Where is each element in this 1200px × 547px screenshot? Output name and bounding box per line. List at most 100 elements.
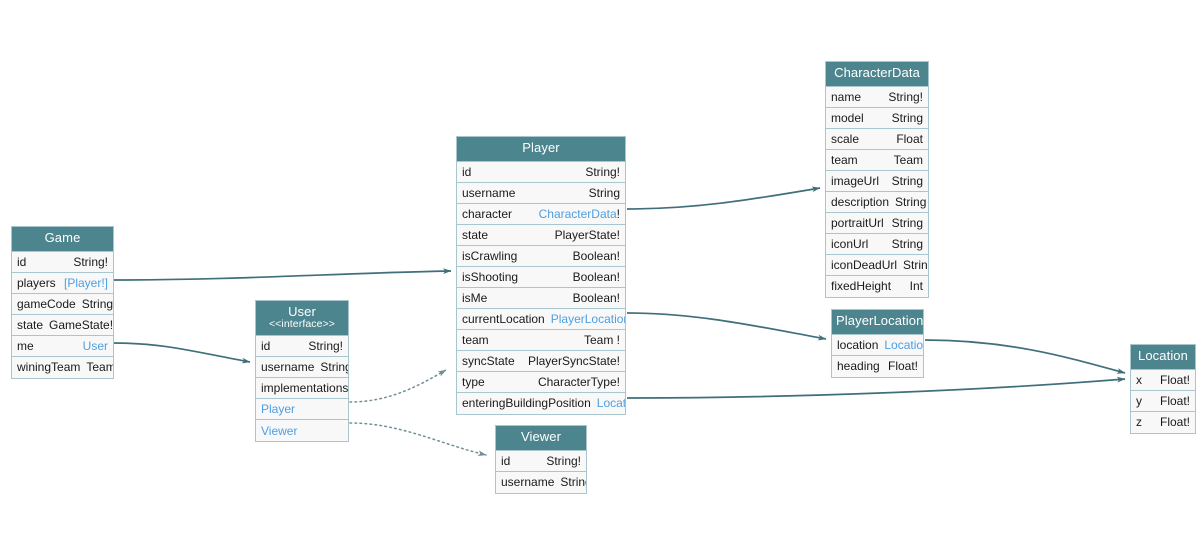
table-row[interactable]: gameCode String! <box>12 293 113 315</box>
entity-playerlocation-title: PlayerLocation <box>832 310 923 335</box>
field-type: Team ! <box>583 332 620 347</box>
entity-playerlocation[interactable]: PlayerLocation location Location! headin… <box>831 309 924 378</box>
field-name: description <box>831 194 890 209</box>
table-row[interactable]: name String! <box>826 86 928 108</box>
field-type-link[interactable]: [Player!] <box>63 275 108 290</box>
field-name: gameCode <box>17 296 76 311</box>
field-type-link[interactable]: PlayerLocation <box>550 311 625 326</box>
edge-playerlocation-location-to-location <box>924 339 1126 374</box>
field-type-link[interactable]: Location <box>596 396 625 411</box>
entity-user[interactable]: User <<interface>> id String! username S… <box>255 300 349 443</box>
field-type: String <box>903 257 928 272</box>
entity-viewer[interactable]: Viewer id String! username String <box>495 425 587 494</box>
field-type-link[interactable]: Location <box>884 337 923 352</box>
field-type: Boolean! <box>572 269 620 284</box>
table-row[interactable]: state GameState! <box>12 314 113 336</box>
table-row[interactable]: username String <box>256 357 348 379</box>
field-type: String! <box>888 89 923 104</box>
implementation-link[interactable]: Player <box>261 402 296 417</box>
table-row[interactable]: username String <box>457 182 625 204</box>
table-row[interactable]: enteringBuildingPosition Location <box>457 392 625 414</box>
table-row[interactable]: iconDeadUrl String <box>826 254 928 276</box>
implementation-viewer[interactable]: Viewer <box>256 420 348 442</box>
table-row[interactable]: scale Float <box>826 128 928 150</box>
field-name: me <box>17 338 34 353</box>
table-row[interactable]: portraitUrl String <box>826 212 928 234</box>
table-row[interactable]: description String <box>826 191 928 213</box>
field-name: username <box>462 185 516 200</box>
field-name: id <box>261 339 271 354</box>
field-type: Float! <box>887 359 918 374</box>
field-name: type <box>462 374 485 389</box>
field-name: model <box>831 110 864 125</box>
edge-user-implements-viewer <box>349 422 487 456</box>
table-row[interactable]: id String! <box>256 336 348 358</box>
field-type-link[interactable]: CharacterData <box>538 206 617 221</box>
field-name: currentLocation <box>462 311 545 326</box>
table-row[interactable]: state PlayerState! <box>457 224 625 246</box>
table-row[interactable]: currentLocation PlayerLocation! <box>457 308 625 330</box>
entity-location[interactable]: Location x Float! y Float! z Float! <box>1130 344 1196 434</box>
implementation-link[interactable]: Viewer <box>261 423 298 438</box>
table-row[interactable]: type CharacterType! <box>457 371 625 393</box>
table-row[interactable]: isCrawling Boolean! <box>457 245 625 267</box>
table-row[interactable]: isMe Boolean! <box>457 287 625 309</box>
field-name: isShooting <box>462 269 519 284</box>
table-row[interactable]: y Float! <box>1131 390 1195 412</box>
field-type: String <box>891 173 923 188</box>
field-type: Float <box>896 131 923 146</box>
entity-user-stereotype: <<interface>> <box>268 317 336 330</box>
field-type: GameState! <box>49 317 113 332</box>
table-row[interactable]: team Team ! <box>457 329 625 351</box>
table-row[interactable]: id String! <box>496 450 586 472</box>
table-row[interactable]: heading Float! <box>832 355 923 377</box>
entity-characterdata-title: CharacterData <box>826 62 928 87</box>
field-type-wrap: Location! <box>878 338 923 352</box>
field-type: String <box>891 215 923 230</box>
table-row[interactable]: imageUrl String <box>826 170 928 192</box>
entity-player[interactable]: Player id String! username String charac… <box>456 136 626 415</box>
table-row[interactable]: username String <box>496 471 586 493</box>
field-type: Boolean! <box>572 290 620 305</box>
field-name: state <box>462 227 489 242</box>
field-type-wrap: CharacterData! <box>533 207 620 221</box>
entity-game[interactable]: Game id String! players [Player!] gameCo… <box>11 226 114 379</box>
table-row[interactable]: team Team <box>826 149 928 171</box>
field-name: players <box>17 275 56 290</box>
field-type: String <box>895 194 927 209</box>
table-row[interactable]: id String! <box>457 161 625 183</box>
field-type-link[interactable]: User <box>82 338 108 353</box>
table-row[interactable]: fixedHeight Int <box>826 275 928 297</box>
table-row[interactable]: location Location! <box>832 334 923 356</box>
table-row[interactable]: winingTeam Team <box>12 356 113 378</box>
implementations-header: implementations <box>256 378 348 400</box>
field-type: String! <box>308 339 343 354</box>
field-type: Int <box>909 279 923 294</box>
table-row[interactable]: x Float! <box>1131 369 1195 391</box>
field-type: String <box>588 185 620 200</box>
field-name: z <box>1136 415 1142 430</box>
field-type: String <box>891 110 923 125</box>
table-row[interactable]: me User <box>12 335 113 357</box>
field-name: enteringBuildingPosition <box>462 396 591 411</box>
entity-viewer-title: Viewer <box>496 426 586 451</box>
table-row[interactable]: isShooting Boolean! <box>457 266 625 288</box>
field-type: Float! <box>1159 393 1190 408</box>
implementation-player[interactable]: Player <box>256 399 348 421</box>
field-type: String! <box>81 296 113 311</box>
table-row[interactable]: iconUrl String <box>826 233 928 255</box>
table-row[interactable]: character CharacterData! <box>457 203 625 225</box>
table-row[interactable]: players [Player!] <box>12 272 113 294</box>
field-type: String <box>560 475 586 490</box>
field-name: username <box>501 475 555 490</box>
table-row[interactable]: syncState PlayerSyncState! <box>457 350 625 372</box>
table-row[interactable]: z Float! <box>1131 411 1195 433</box>
table-row[interactable]: id String! <box>12 251 113 273</box>
field-type: String! <box>73 254 108 269</box>
entity-location-title: Location <box>1131 345 1195 370</box>
field-name: id <box>17 254 27 269</box>
field-name: team <box>462 332 489 347</box>
table-row[interactable]: model String <box>826 107 928 129</box>
entity-characterdata[interactable]: CharacterData name String! model String … <box>825 61 929 298</box>
field-type: String! <box>585 164 620 179</box>
